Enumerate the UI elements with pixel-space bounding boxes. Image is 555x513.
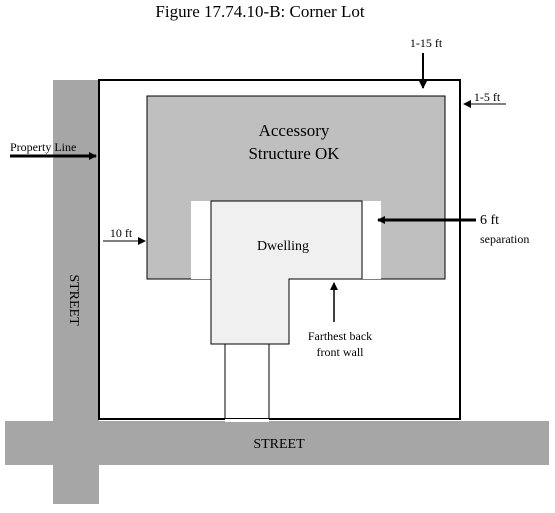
- label-top-setback: 1-15 ft: [410, 36, 443, 50]
- label-left-setback: 10 ft: [110, 226, 133, 240]
- label-farthest-line2: front wall: [317, 345, 365, 359]
- label-separation-line1: 6 ft: [480, 213, 499, 228]
- label-farthest-line1: Farthest back: [308, 329, 372, 343]
- label-dwelling: Dwelling: [257, 239, 309, 254]
- label-separation-line2: separation: [480, 232, 529, 246]
- label-property-line: Property Line: [10, 140, 76, 154]
- label-street-vertical: STREET: [66, 274, 81, 326]
- street-horizontal: [5, 421, 549, 465]
- label-accessory-line2: Structure OK: [248, 144, 340, 163]
- label-accessory-line1: Accessory: [259, 121, 330, 140]
- figure-title: Figure 17.74.10-B: Corner Lot: [155, 2, 364, 21]
- driveway: [225, 419, 269, 422]
- label-street-horizontal: STREET: [253, 437, 305, 452]
- label-right-setback: 1-5 ft: [474, 90, 501, 104]
- dwelling-footprint: [210, 200, 363, 345]
